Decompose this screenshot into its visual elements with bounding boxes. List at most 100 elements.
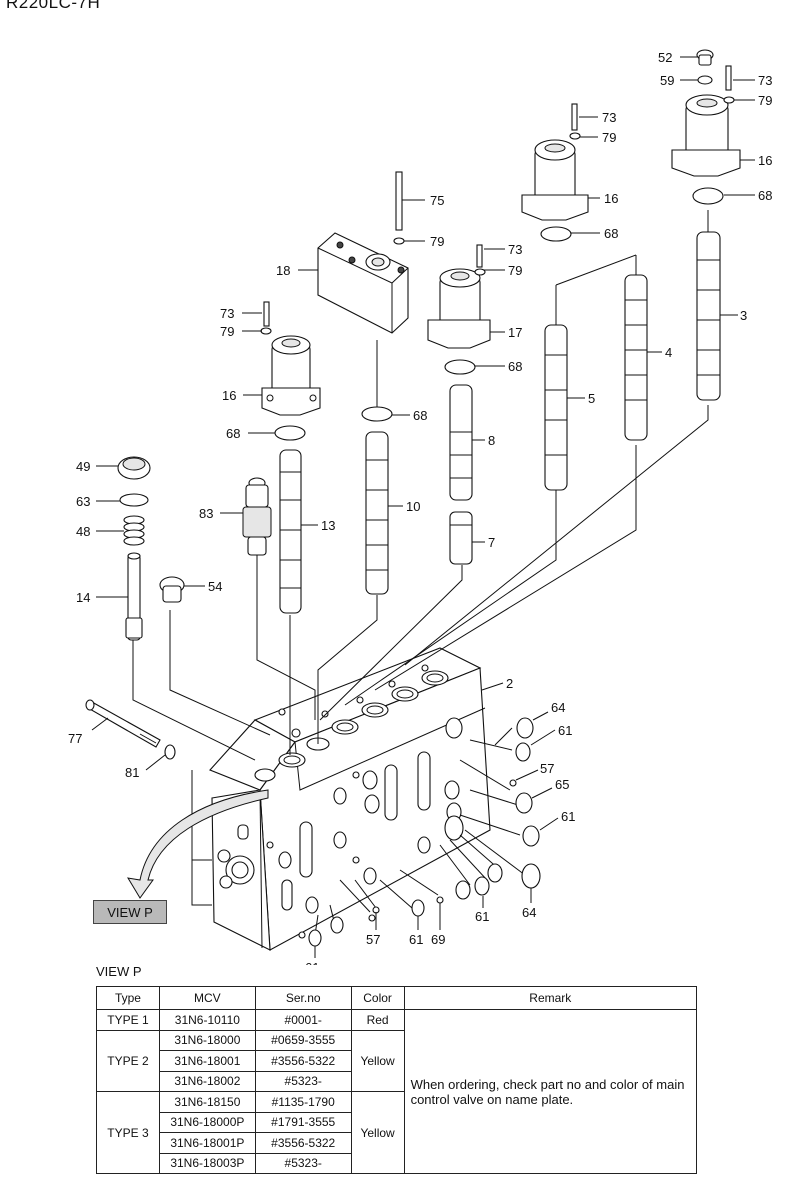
callout-68: 68 bbox=[508, 359, 522, 374]
callout-5: 5 bbox=[588, 391, 595, 406]
callout-68: 68 bbox=[758, 188, 772, 203]
callout-leaders bbox=[91, 56, 755, 958]
table-row: 31N6-18001P #3556-5322 bbox=[97, 1132, 697, 1154]
type-cell: TYPE 2 bbox=[96, 1029, 160, 1092]
solenoid-16-mid bbox=[521, 103, 589, 242]
color-cell: Yellow bbox=[350, 1091, 405, 1174]
view-p-label: VIEW P bbox=[93, 900, 167, 924]
left-parts bbox=[117, 456, 185, 641]
callout-79: 79 bbox=[602, 130, 616, 145]
table-row: TYPE 2 31N6-18000 #0659-3555 Yellow bbox=[96, 1029, 697, 1092]
callout-69: 69 bbox=[431, 932, 445, 947]
mcv-cell: 31N6-18000 bbox=[158, 1029, 256, 1051]
callout-59: 59 bbox=[660, 73, 674, 88]
callout-48: 48 bbox=[76, 524, 90, 539]
spool-5 bbox=[544, 324, 568, 491]
serno-cell: #0659-3555 bbox=[254, 1029, 352, 1051]
valve-block-18 bbox=[317, 171, 409, 422]
callout-16: 16 bbox=[758, 153, 772, 168]
mcv-type-table: Type MCV Ser.no Color Remark TYPE 1 31N6… bbox=[96, 986, 698, 1174]
remark-cell: When ordering, check part no and color o… bbox=[403, 1009, 698, 1174]
callout-79: 79 bbox=[430, 234, 444, 249]
assembly-leader-lines bbox=[127, 210, 709, 936]
callout-79: 79 bbox=[220, 324, 234, 339]
callout-73: 73 bbox=[758, 73, 772, 88]
header-remark: Remark bbox=[403, 986, 698, 1010]
callout-79: 79 bbox=[508, 263, 522, 278]
callout-52: 52 bbox=[658, 50, 672, 65]
table-row: TYPE 3 31N6-18150 #1135-1790 Yellow bbox=[96, 1091, 697, 1174]
solenoid-16-left bbox=[260, 301, 321, 416]
callout-75: 75 bbox=[430, 193, 444, 208]
side-seals bbox=[308, 717, 541, 947]
header-color: Color bbox=[350, 986, 405, 1010]
callout-2: 2 bbox=[506, 676, 513, 691]
callout-68: 68 bbox=[413, 408, 427, 423]
color-cell: Yellow bbox=[350, 1029, 405, 1092]
callout-81: 81 bbox=[125, 765, 139, 780]
callout-57: 57 bbox=[366, 932, 380, 947]
header-serno: Ser.no bbox=[254, 986, 352, 1010]
mcv-cell: 31N6-18001P bbox=[158, 1132, 256, 1154]
callout-8: 8 bbox=[488, 433, 495, 448]
table-header-row: Type MCV Ser.no Color Remark bbox=[96, 986, 698, 1010]
spool-8 bbox=[449, 384, 473, 501]
spool-13 bbox=[274, 425, 306, 614]
callout-65: 65 bbox=[555, 777, 569, 792]
mcv-cell: 31N6-18001 bbox=[158, 1050, 256, 1072]
callout-63: 63 bbox=[76, 494, 90, 509]
callout-10: 10 bbox=[406, 499, 420, 514]
callout-61: 61 bbox=[558, 723, 572, 738]
callout-16: 16 bbox=[222, 388, 236, 403]
serno-cell: #1791-3555 bbox=[254, 1111, 352, 1133]
spool-4 bbox=[624, 274, 648, 441]
mcv-cell: 31N6-10110 bbox=[158, 1009, 256, 1031]
table-row: TYPE 1 31N6-10110 #0001- Red When orderi… bbox=[96, 1009, 698, 1174]
serno-cell: #5323- bbox=[254, 1070, 352, 1092]
header-mcv: MCV bbox=[158, 986, 256, 1010]
callout-73: 73 bbox=[602, 110, 616, 125]
callout-64: 64 bbox=[551, 700, 565, 715]
callout-17: 17 bbox=[508, 325, 522, 340]
callout-numbers: 52 59 73 79 16 68 3 73 79 16 68 4 5 75 7… bbox=[68, 50, 772, 965]
serno-cell: #5323- bbox=[254, 1152, 352, 1174]
callout-79: 79 bbox=[758, 93, 772, 108]
spool-10 bbox=[365, 431, 389, 595]
serno-cell: #0001- bbox=[254, 1009, 352, 1031]
solenoid-17 bbox=[427, 244, 491, 375]
type-cell: TYPE 1 bbox=[96, 1009, 160, 1031]
type-cell: TYPE 3 bbox=[96, 1091, 160, 1174]
callout-57: 57 bbox=[540, 761, 554, 776]
callout-77: 77 bbox=[68, 731, 82, 746]
callout-61: 61 bbox=[409, 932, 423, 947]
header-type: Type bbox=[96, 986, 160, 1010]
plug-7 bbox=[449, 511, 473, 565]
table-row: 31N6-18003P #5323- bbox=[97, 1152, 697, 1174]
callout-3: 3 bbox=[740, 308, 747, 323]
callout-61: 61 bbox=[561, 809, 575, 824]
mcv-cell: 31N6-18002 bbox=[158, 1070, 256, 1092]
model-title: R220LC-7H bbox=[6, 0, 101, 12]
callout-7: 7 bbox=[488, 535, 495, 550]
spool-3 bbox=[696, 231, 721, 401]
mcv-cell: 31N6-18150 bbox=[158, 1091, 256, 1113]
callout-13: 13 bbox=[321, 518, 335, 533]
callout-68: 68 bbox=[226, 426, 240, 441]
tie-bolt-77 bbox=[85, 699, 176, 760]
relief-valve-83 bbox=[242, 477, 272, 556]
color-cell: Red bbox=[350, 1009, 405, 1031]
callout-61: 61 bbox=[475, 909, 489, 924]
callout-73: 73 bbox=[508, 242, 522, 257]
serno-cell: #1135-1790 bbox=[254, 1091, 352, 1113]
callout-16: 16 bbox=[604, 191, 618, 206]
view-p-caption: VIEW P bbox=[96, 964, 142, 979]
mcv-cell: 31N6-18000P bbox=[158, 1111, 256, 1133]
callout-68: 68 bbox=[604, 226, 618, 241]
callout-18: 18 bbox=[276, 263, 290, 278]
mcv-cell: 31N6-18003P bbox=[158, 1152, 256, 1174]
table-row: 31N6-18002 #5323- bbox=[97, 1070, 697, 1092]
serno-cell: #3556-5322 bbox=[254, 1132, 352, 1154]
callout-14: 14 bbox=[76, 590, 90, 605]
solenoid-16-right bbox=[671, 49, 741, 205]
exploded-parts-diagram: 52 59 73 79 16 68 3 73 79 16 68 4 5 75 7… bbox=[68, 49, 772, 965]
